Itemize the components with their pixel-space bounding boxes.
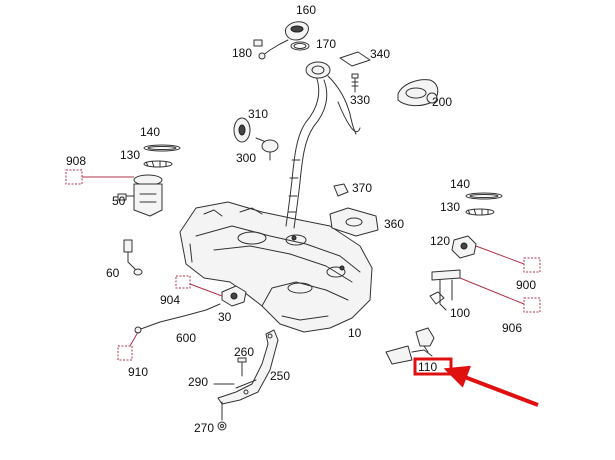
label-300: 300 — [236, 151, 256, 165]
label-50: 50 — [112, 194, 126, 208]
fuel-line-600[interactable] — [134, 303, 221, 334]
connector-906[interactable] — [523, 297, 541, 313]
pressure-sensor-plug[interactable] — [333, 183, 349, 197]
label-140-left: 140 — [140, 125, 160, 139]
connector-910-lead — [129, 331, 139, 347]
valve-bolt[interactable] — [255, 137, 279, 161]
vent-tube[interactable] — [337, 101, 361, 133]
fuel-filler-cap[interactable] — [285, 21, 309, 41]
label-270: 270 — [194, 421, 214, 435]
fuel-level-sender[interactable] — [123, 239, 143, 276]
tank-strap[interactable] — [217, 329, 279, 405]
tank-cover-plate[interactable] — [329, 207, 379, 237]
label-60: 60 — [106, 266, 120, 280]
label-340: 340 — [370, 47, 390, 61]
label-100: 100 — [450, 306, 470, 320]
fuel-pump-lock-ring-left[interactable] — [143, 160, 173, 168]
fuel-pressure-regulator[interactable] — [385, 327, 435, 365]
fuel-pump-module-right[interactable] — [429, 269, 461, 311]
valve-grommet[interactable] — [233, 117, 251, 143]
label-250: 250 — [270, 369, 290, 383]
label-110: 110 — [418, 360, 437, 374]
fuel-filter-120[interactable] — [451, 235, 477, 259]
label-130-left: 130 — [120, 148, 140, 162]
label-360: 360 — [384, 217, 404, 231]
label-910: 910 — [128, 365, 148, 379]
label-900: 900 — [516, 278, 536, 292]
label-200: 200 — [432, 95, 452, 109]
label-600: 600 — [176, 331, 196, 345]
label-140-right: 140 — [450, 177, 470, 191]
filler-screw[interactable] — [351, 73, 359, 93]
label-330: 330 — [350, 93, 370, 107]
strap-screw[interactable] — [237, 357, 247, 377]
connector-900-lead — [475, 245, 525, 265]
label-290: 290 — [188, 375, 208, 389]
fuel-pump-lock-ring-right[interactable] — [465, 208, 495, 216]
fuel-cap-seal-ring[interactable] — [290, 41, 310, 51]
label-170: 170 — [316, 37, 336, 51]
fuel-sensor-30[interactable] — [221, 285, 247, 307]
fuel-pump-seal-ring-left[interactable] — [143, 144, 181, 152]
filler-gasket[interactable] — [339, 51, 371, 67]
label-30: 30 — [218, 310, 232, 324]
connector-900[interactable] — [523, 257, 541, 273]
highlight-box — [413, 357, 453, 376]
fuel-cap-tether[interactable] — [253, 39, 289, 60]
label-906: 906 — [502, 321, 522, 335]
connector-906-lead — [459, 277, 525, 305]
label-908: 908 — [66, 154, 86, 168]
label-370: 370 — [352, 181, 372, 195]
connector-904[interactable] — [175, 275, 191, 289]
connector-904-lead — [189, 283, 223, 297]
label-180: 180 — [232, 46, 252, 60]
connector-910[interactable] — [117, 345, 133, 361]
strap-nut[interactable] — [217, 421, 227, 431]
label-904: 904 — [160, 293, 180, 307]
fuel-tank[interactable] — [179, 201, 373, 333]
pointer-arrow — [443, 365, 539, 407]
label-130-right: 130 — [440, 200, 460, 214]
label-160: 160 — [296, 3, 316, 17]
label-10: 10 — [348, 326, 362, 340]
fuel-pump-connector-908[interactable] — [65, 169, 83, 185]
filler-neck-pipe[interactable] — [285, 61, 357, 229]
fuel-pump-module-left[interactable] — [117, 174, 163, 217]
fuel-pump-seal-ring-right[interactable] — [465, 192, 503, 200]
label-310: 310 — [248, 107, 268, 121]
label-120: 120 — [430, 234, 450, 248]
label-260: 260 — [234, 345, 254, 359]
filler-neck-seal[interactable] — [397, 79, 439, 107]
